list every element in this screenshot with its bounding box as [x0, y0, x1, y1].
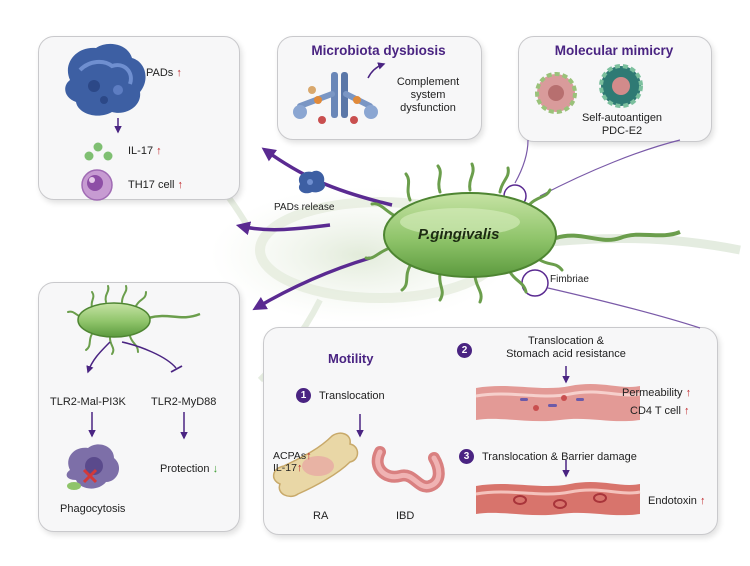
cd4-label: CD4 T cell ↑ [630, 405, 690, 418]
microbiota-title: Microbiota dysbiosis [311, 43, 446, 58]
step2-label: Translocation & Stomach acid resistance [506, 335, 626, 360]
tlr2-myd88-label: TLR2-MyD88 [151, 396, 217, 408]
phagocytosis-label: Phagocytosis [60, 503, 126, 515]
pads-text: PADs [146, 67, 174, 79]
acpas-text: ACPAs [273, 450, 307, 462]
pads-up-indicator: ↑ [176, 67, 182, 79]
th17-up-indicator: ↑ [177, 179, 184, 191]
th17-label: TH17 cell ↑ [128, 179, 183, 192]
step2-badge: 2 [457, 343, 472, 358]
self-autoantigen-label: Self-autoantigen PDC-E2 [581, 112, 663, 137]
pathogen-label: P.gingivalis [418, 226, 500, 243]
stomach-tissue-icon [475, 384, 641, 422]
permeability-label: Permeability ↑ [622, 387, 691, 400]
th17-cell-icon [81, 169, 113, 201]
tlr-bacterium-icon [67, 285, 201, 355]
bacterial-antigen-icon [535, 72, 577, 114]
step1-label: Translocation [319, 390, 385, 402]
endotoxin-text: Endotoxin [648, 495, 697, 507]
ra-label: RA [313, 510, 329, 522]
protection-down-indicator: ↓ [212, 463, 219, 475]
il17-label: IL-17 ↑ [128, 145, 162, 158]
p-gingivalis-bacterium [364, 162, 681, 304]
step1-badge: 1 [296, 388, 311, 403]
il17-ra-label: IL-17↑ [273, 462, 302, 475]
ra-joint-icon [272, 432, 359, 498]
protection-label: Protection ↓ [160, 463, 218, 476]
permeability-up-indicator: ↑ [685, 387, 692, 399]
mimicry-title: Molecular mimicry [554, 43, 674, 58]
complement-protein-icon [293, 72, 378, 124]
fimbriae-label: Fimbriae [550, 274, 589, 285]
protection-text: Protection [160, 463, 210, 475]
self-autoantigen-icon [599, 64, 643, 108]
vessel-tissue-icon [475, 482, 641, 516]
il17-dots-icon [84, 142, 113, 161]
th17-text: TH17 cell [128, 179, 175, 191]
step3-label: Translocation & Barrier damage [482, 451, 637, 463]
permeability-text: Permeability [622, 387, 683, 399]
ibd-intestine-icon [371, 446, 445, 493]
complement-label: Complement system dysfunction [396, 76, 460, 114]
endotoxin-up-indicator: ↑ [700, 495, 706, 507]
step3-badge: 3 [459, 449, 474, 464]
phagocyte-icon [66, 444, 120, 490]
endotoxin-label: Endotoxin ↑ [648, 495, 706, 508]
ibd-label: IBD [396, 510, 415, 522]
il17-up-indicator: ↑ [156, 145, 162, 157]
cd4-text: CD4 T cell [630, 405, 681, 417]
il17-text: IL-17 [128, 145, 154, 157]
cd4-up-indicator: ↑ [684, 405, 690, 417]
pads-enzyme-icon [65, 43, 146, 116]
pads-label: PADs ↑ [146, 67, 182, 80]
il17-ra-up-indicator: ↑ [296, 462, 303, 474]
motility-title: Motility [328, 351, 374, 366]
microbiota-panel [277, 36, 482, 140]
pads-release-icon [298, 170, 326, 194]
acpas-label: ACPAs↑ [273, 450, 312, 463]
tlr2-mal-label: TLR2-Mal-PI3K [50, 396, 126, 408]
il17-ra-text: IL-17 [273, 462, 297, 474]
acpas-up-indicator: ↑ [306, 450, 312, 462]
pads-release-label: PADs release [274, 202, 335, 213]
